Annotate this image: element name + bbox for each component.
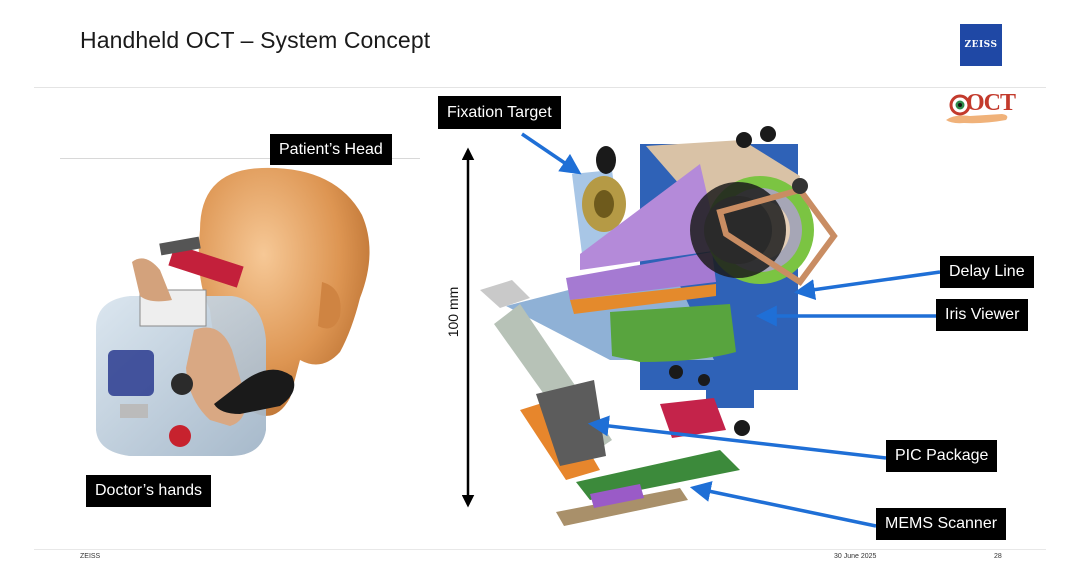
label-mems-scanner: MEMS Scanner (876, 508, 1006, 540)
footer-page-number: 28 (994, 553, 1002, 560)
oct-assembly-illustration (480, 126, 834, 526)
label-doctors-hands: Doctor’s hands (86, 475, 211, 507)
footer-divider (34, 549, 1046, 550)
label-iris-viewer: Iris Viewer (936, 299, 1028, 331)
delay-line-arrow (798, 272, 940, 292)
label-patients-head: Patient’s Head (270, 134, 392, 165)
dimension-label: 100 mm (445, 287, 461, 338)
footer-date: 30 June 2025 (834, 553, 876, 560)
footer-company: ZEISS (80, 553, 100, 560)
mems-scanner-arrow (694, 488, 876, 526)
label-fixation-target: Fixation Target (438, 96, 561, 129)
label-delay-line: Delay Line (940, 256, 1034, 288)
label-pic-package: PIC Package (886, 440, 997, 472)
fixation-target-arrow (522, 134, 578, 172)
